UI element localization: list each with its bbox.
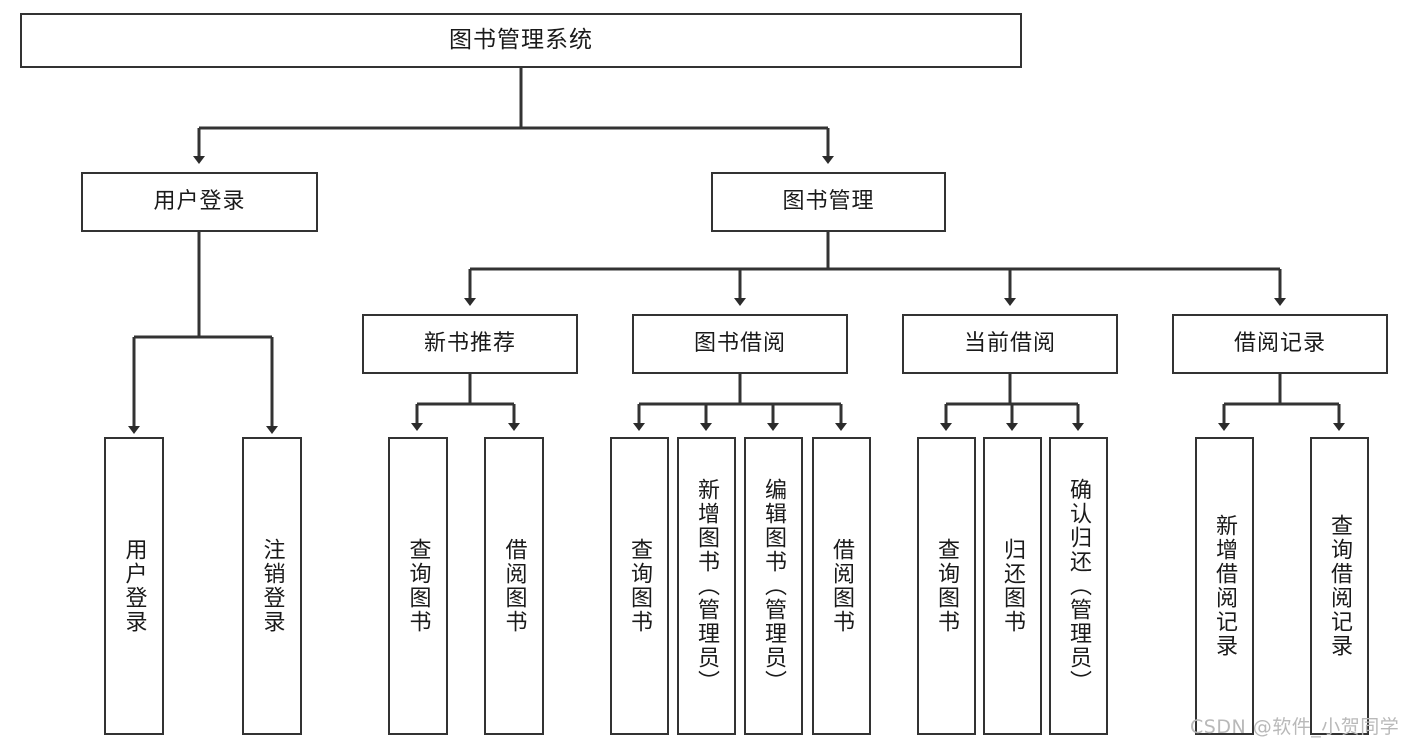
leaf-label: 借阅图书 <box>829 538 855 634</box>
leaf-label: 注销登录 <box>259 538 285 634</box>
leaf-label: 查询图书 <box>627 538 653 634</box>
leaf-add-book[interactable]: 新增图书（管理员） <box>677 437 736 735</box>
csdn-watermark: CSDN @软件_小贺同学 <box>1190 716 1400 738</box>
node-book-management[interactable]: 图书管理 <box>711 172 946 232</box>
leaf-label: 新增借阅记录 <box>1212 514 1238 658</box>
leaf-borrow-book[interactable]: 借阅图书 <box>812 437 871 735</box>
node-root-system[interactable]: 图书管理系统 <box>20 13 1022 68</box>
leaf-label: 归还图书 <box>1000 538 1026 634</box>
leaf-confirm-return[interactable]: 确认归还（管理员） <box>1049 437 1108 735</box>
leaf-label: 确认归还（管理员） <box>1066 478 1092 694</box>
leaf-label: 查询图书 <box>405 538 431 634</box>
leaf-label: 借阅图书 <box>501 538 527 634</box>
leaf-edit-book[interactable]: 编辑图书（管理员） <box>744 437 803 735</box>
leaf-label: 查询借阅记录 <box>1327 514 1353 658</box>
leaf-return-book[interactable]: 归还图书 <box>983 437 1042 735</box>
leaf-label: 用户登录 <box>121 538 147 634</box>
node-current-borrow[interactable]: 当前借阅 <box>902 314 1118 374</box>
leaf-query-book-current[interactable]: 查询图书 <box>917 437 976 735</box>
leaf-label: 新增图书（管理员） <box>694 478 720 694</box>
leaf-borrow-book-new[interactable]: 借阅图书 <box>484 437 544 735</box>
leaf-label: 查询图书 <box>934 538 960 634</box>
leaf-add-borrow-record[interactable]: 新增借阅记录 <box>1195 437 1254 735</box>
leaf-query-book-new[interactable]: 查询图书 <box>388 437 448 735</box>
leaf-label: 编辑图书（管理员） <box>761 478 787 694</box>
node-new-book-recommend[interactable]: 新书推荐 <box>362 314 578 374</box>
node-borrow-record[interactable]: 借阅记录 <box>1172 314 1388 374</box>
leaf-query-borrow-record[interactable]: 查询借阅记录 <box>1310 437 1369 735</box>
node-book-borrow[interactable]: 图书借阅 <box>632 314 848 374</box>
node-user-login[interactable]: 用户登录 <box>81 172 318 232</box>
leaf-logout[interactable]: 注销登录 <box>242 437 302 735</box>
leaf-user-login[interactable]: 用户登录 <box>104 437 164 735</box>
leaf-query-book-borrow[interactable]: 查询图书 <box>610 437 669 735</box>
